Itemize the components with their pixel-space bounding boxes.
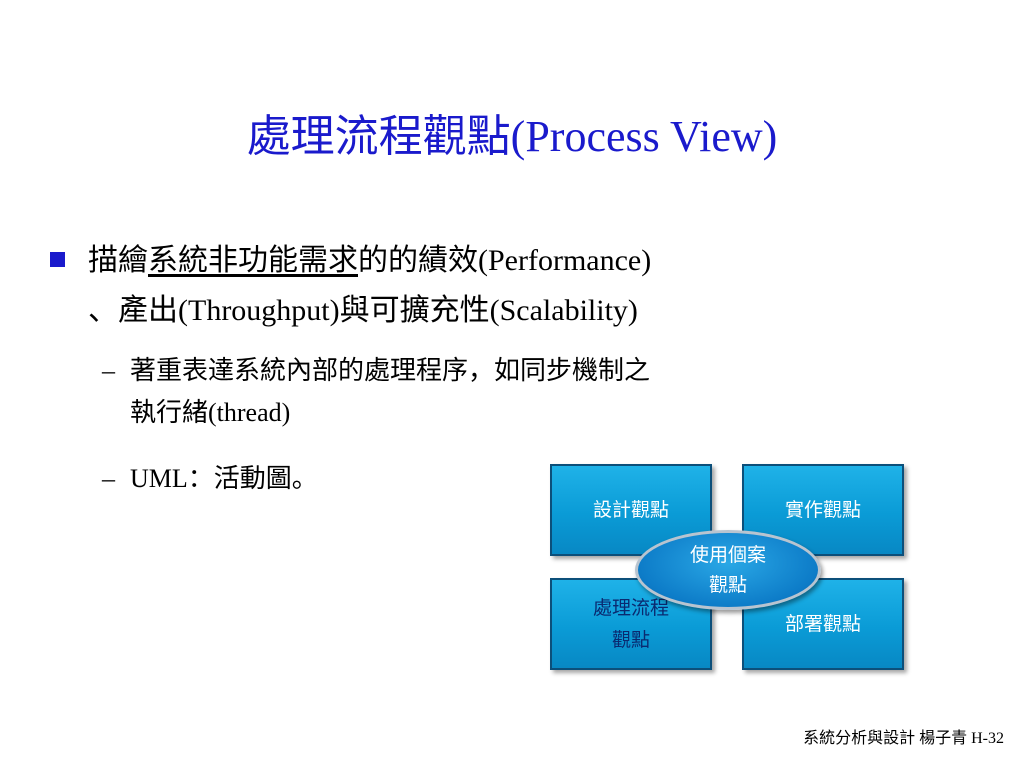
sub-line2: 執行緒(thread) [130,398,291,427]
sub-item-uml: –UML：活動圖。 [102,458,942,500]
bullet-rest: 的的績效(Performance) [358,244,652,277]
implementation-view-label: 實作觀點 [784,499,861,521]
sub-item-process: –著重表達系統內部的處理程序，如同步機制之 執行緒(thread) [102,350,942,434]
implementation-view-box: 實作觀點 [742,464,904,556]
use-case-view-ellipse: 使用個案觀點 [635,530,821,610]
slide-title: 處理流程觀點(Process View) [246,112,778,161]
process-view-label: 處理流程觀點 [592,597,669,651]
bullet-underlined-term: 系統非功能需求 [148,244,358,277]
design-view-box: 設計觀點 [550,464,712,556]
use-case-view-label: 使用個案觀點 [689,544,766,596]
design-view-label: 設計觀點 [592,499,669,521]
deployment-view-label: 部署觀點 [784,613,861,635]
slide-footer: 系統分析與設計 楊子青 H-32 [803,730,1004,747]
bullet-square-icon [50,252,65,267]
sub-dash: – [102,464,115,493]
bullet-prefix: 描繪 [88,244,148,277]
sub-line1: 著重表達系統內部的處理程序，如同步機制之 [130,356,651,385]
sub-dash: – [102,356,115,385]
bullet-line2: 、產出(Throughput)與可擴充性(Scalability) [88,294,638,327]
main-bullet: 描繪系統非功能需求的的績效(Performance) 、產出(Throughpu… [88,236,968,336]
sub-line1: UML：活動圖。 [130,464,318,493]
